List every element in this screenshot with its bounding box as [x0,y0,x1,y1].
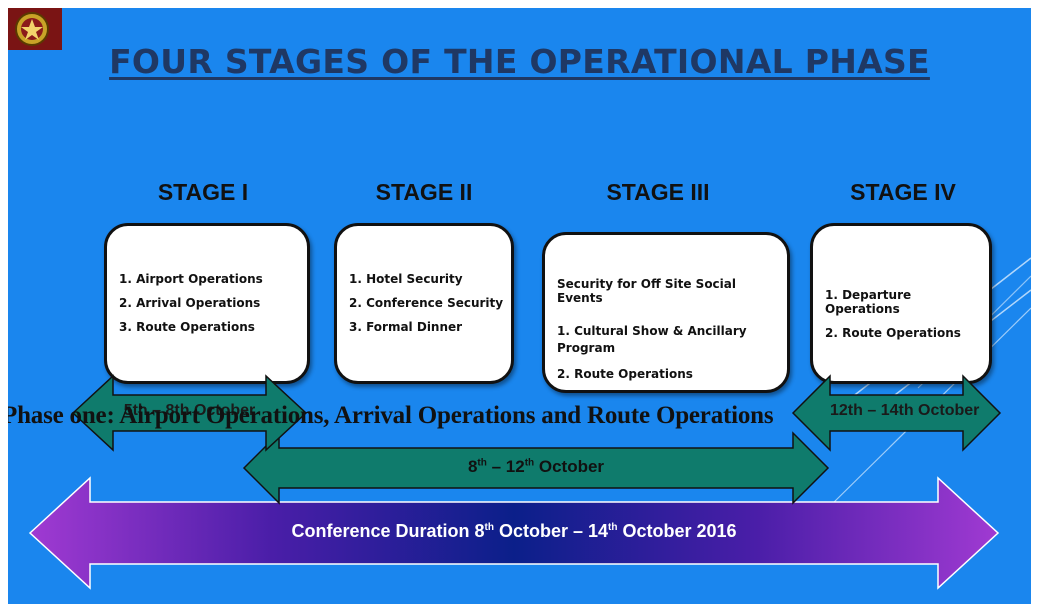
stage-3-label: STAGE III [606,179,710,205]
conference-duration-arrow [28,476,1000,590]
stage-1-dates: 5th – 8th October [123,402,256,419]
stage-1-item: 3. Route Operations [119,320,255,334]
stage-2-box: 1. Hotel Security 2. Conference Security… [334,223,514,384]
stage-4-box: 1. Departure Operations 2. Route Operati… [810,223,992,384]
stage-4-item: 1. Departure Operations [825,288,912,316]
stage-4-list: 1. Departure Operations 2. Route Operati… [825,288,989,340]
stage-3-item: 1. Cultural Show & Ancillary Program [557,324,747,355]
arrows-layer [28,374,1002,590]
stage-3-list: 1. Cultural Show & Ancillary Program 2. … [557,323,775,381]
stage-3-box: Security for Off Site Social Events 1. C… [542,232,790,393]
stage-4-dates: 12th – 14th October [830,402,980,419]
emblem-logo [8,8,62,50]
conference-duration-label: Conference Duration 8th October – 14th O… [291,521,737,541]
stage-2-item: 3. Formal Dinner [349,320,463,334]
stage-1-item: 2. Arrival Operations [119,296,261,310]
stage-1-list: 1. Airport Operations 2. Arrival Operati… [119,272,307,334]
stage-1-duration-arrow [71,374,308,452]
stage-3-heading: Security for Off Site Social Events [557,277,736,305]
stage-1-box: 1. Airport Operations 2. Arrival Operati… [104,223,310,384]
stage-2-item: 1. Hotel Security [349,272,463,286]
stage-2-label: STAGE II [375,179,473,205]
stage-2-list: 1. Hotel Security 2. Conference Security… [349,272,511,334]
stage-2-3-dates: 8th – 12th October [467,457,605,476]
stage-1-label: STAGE I [157,179,249,205]
stage-3-item: 2. Route Operations [557,367,693,381]
stage-4-item: 2. Route Operations [825,326,961,340]
stage-2-3-duration-arrow [242,431,830,505]
slide-title: FOUR STAGES OF THE OPERATIONAL PHASE [109,42,930,81]
phase-caption: Phase one: Airport Operations, Arrival O… [8,402,774,429]
stage-2-item: 2. Conference Security [349,296,504,310]
stage-4-label: STAGE IV [850,179,956,205]
stage-1-item: 1. Airport Operations [119,272,263,286]
emblem-icon [15,12,49,46]
slide: FOUR STAGES OF THE OPERATIONAL PHASE STA… [8,8,1031,604]
stage-4-duration-arrow [791,374,1002,452]
